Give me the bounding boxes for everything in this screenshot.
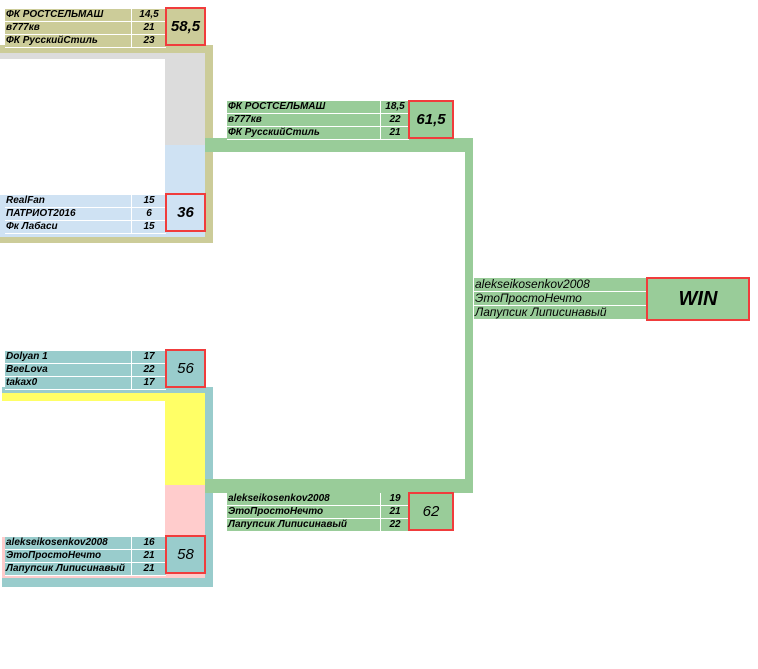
semifinal-total: 62: [408, 492, 454, 531]
yellow-band: [2, 393, 205, 401]
player-score: 23: [143, 35, 155, 46]
final-winner: alekseikosenkov2008 ЭтоПростоНечто Лапуп…: [474, 278, 646, 320]
player-name: ФК РОСТСЕЛЬМАШ: [5, 9, 132, 21]
frame-interior: [2, 401, 165, 537]
player-name: BeeLova: [5, 364, 132, 376]
match-4: alekseikosenkov2008 16 ЭтоПростоНечто 21 Л…: [5, 537, 166, 576]
match-total: 36: [165, 193, 206, 232]
connector-bottom: [205, 479, 473, 493]
match-1: ФК РОСТСЕЛЬМАШ 14,5 в777кв 21 ФК РусскийСт…: [5, 9, 166, 48]
player-name: alekseikosenkov2008: [227, 493, 381, 505]
player-score: 21: [143, 22, 155, 33]
player-name: ЭтоПростоНечто: [227, 506, 381, 518]
semifinal-total: 61,5: [408, 100, 454, 139]
match-total: 58: [165, 535, 206, 574]
player-score: 14,5: [139, 9, 159, 20]
player-score: 19: [389, 493, 401, 504]
player-score: 15: [143, 195, 155, 206]
player-name: RealFan: [5, 195, 132, 207]
player-score: 17: [143, 351, 155, 362]
player-name: alekseikosenkov2008: [5, 537, 132, 549]
player-name: alekseikosenkov2008: [475, 278, 590, 291]
connector-right: [465, 138, 473, 493]
player-name: ЭтоПростоНечто: [5, 550, 132, 562]
player-score: 22: [389, 114, 401, 125]
player-name: Фк Лабаси: [5, 221, 132, 233]
player-score: 22: [389, 519, 401, 530]
player-score: 16: [143, 537, 155, 548]
player-score: 6: [146, 208, 152, 219]
player-name: takax0: [5, 377, 132, 389]
connector-top: [205, 138, 473, 152]
player-name: Лапупсик Липисинавый: [475, 306, 607, 319]
player-name: в777кв: [5, 22, 132, 34]
final-result: WIN: [646, 277, 750, 321]
player-score: 22: [143, 364, 155, 375]
player-name: ФК РусскийСтиль: [5, 35, 132, 47]
frame-interior: [0, 59, 165, 195]
player-score: 18,5: [385, 101, 405, 112]
player-score: 15: [143, 221, 155, 232]
match-total: 58,5: [165, 7, 206, 46]
player-score: 21: [389, 506, 401, 517]
grey-band: [0, 53, 205, 59]
player-score: 21: [389, 127, 401, 138]
player-score: 21: [143, 550, 155, 561]
grey-column: [165, 53, 205, 145]
yellow-column: [165, 393, 205, 485]
player-name: Лапупсик Липисинавый: [5, 563, 132, 575]
player-name: ФК РусскийСтиль: [227, 127, 381, 139]
player-score: 17: [143, 377, 155, 388]
match-3: Dolyan 1 17 BeeLova 22 takax0 17: [5, 351, 166, 390]
player-name: ФК РОСТСЕЛЬМАШ: [227, 101, 381, 113]
match-total: 56: [165, 349, 206, 388]
player-name: ЭтоПростоНечто: [475, 292, 582, 305]
player-name: Лапупсик Липисинавый: [227, 519, 381, 531]
player-name: Dolyan 1: [5, 351, 132, 363]
match-2: RealFan 15 ПАТРИОТ2016 6 Фк Лабаси 15: [5, 195, 166, 234]
player-name: ПАТРИОТ2016: [5, 208, 132, 220]
semifinal-2: alekseikosenkov2008 19 ЭтоПростоНечто 21 Л…: [227, 493, 409, 532]
semifinal-1: ФК РОСТСЕЛЬМАШ 18,5 в777кв 22 ФК РусскийСт…: [227, 101, 409, 140]
player-name: в777кв: [227, 114, 381, 126]
player-score: 21: [143, 563, 155, 574]
